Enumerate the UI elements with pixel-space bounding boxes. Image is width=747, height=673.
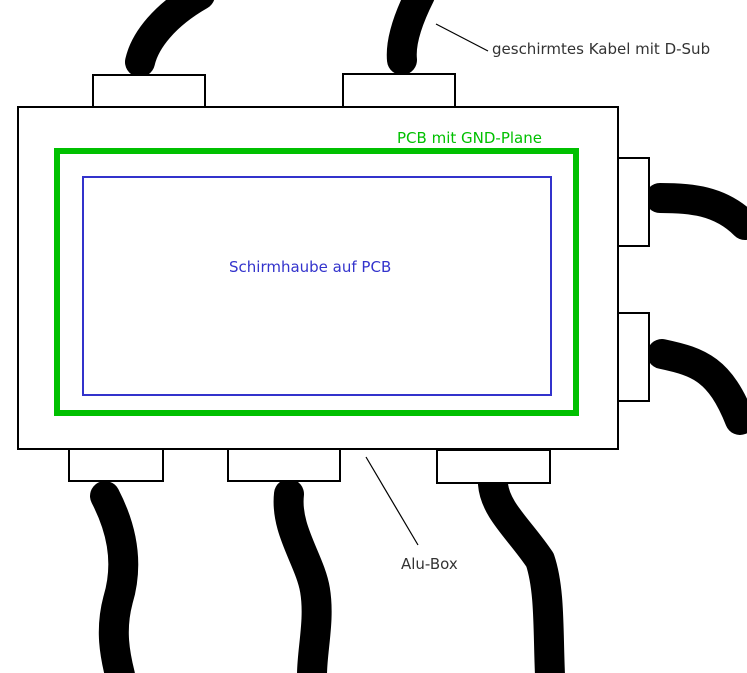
shield-cover — [82, 176, 552, 396]
connector-bottom-2 — [227, 448, 341, 482]
box-label: Alu-Box — [401, 555, 458, 573]
cable-bottom-3 — [478, 469, 565, 673]
pcb-gnd-plane — [54, 148, 579, 416]
cables — [90, 0, 747, 673]
shield-label: Schirmhaube auf PCB — [229, 258, 391, 276]
connectors — [68, 73, 650, 484]
cable-bottom-1 — [90, 481, 139, 673]
alu-box — [17, 106, 619, 450]
pcb-label: PCB mit GND-Plane — [397, 129, 542, 147]
connector-bottom-3 — [436, 449, 551, 484]
connector-top-right — [342, 73, 456, 108]
cable-label: geschirmtes Kabel mit D-Sub — [492, 40, 710, 58]
connector-right-lower — [617, 312, 650, 402]
cable-leader-line — [435, 23, 489, 52]
connector-right-upper — [617, 157, 650, 247]
cable-right-lower — [647, 339, 747, 435]
box-leader-line — [365, 456, 419, 546]
connector-bottom-1 — [68, 448, 164, 482]
cable-bottom-2 — [273, 479, 332, 673]
cable-right-upper — [645, 183, 747, 240]
connector-top-left — [92, 74, 206, 108]
cable-top-left — [125, 0, 215, 77]
cable-top-right — [386, 0, 435, 75]
